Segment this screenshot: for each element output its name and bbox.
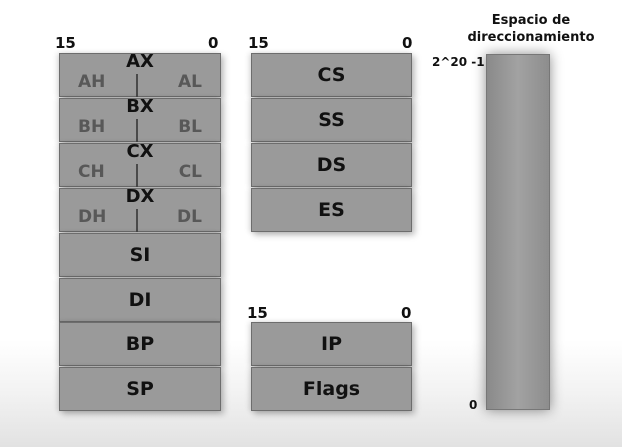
register-dx-divider (136, 209, 138, 232)
register-ah-label: AH (78, 72, 106, 92)
ip-flags-bit-0-label: 0 (401, 304, 412, 322)
register-bx-name: BX (126, 96, 154, 117)
general-registers-bit-15-label: 15 (55, 34, 76, 52)
register-cx-name: CX (126, 141, 154, 162)
register-ip: IP (251, 322, 412, 366)
register-di-name: DI (128, 289, 152, 311)
register-ax: AX AH AL (59, 51, 221, 97)
register-flags-name: Flags (302, 378, 361, 400)
register-sp-name: SP (126, 378, 154, 400)
general-registers-bit-0-label: 0 (208, 34, 219, 52)
register-bp-name: BP (125, 333, 155, 355)
register-dl-label: DL (177, 207, 202, 227)
register-ip-name: IP (321, 333, 342, 355)
register-ch-label: CH (78, 162, 105, 182)
address-space-top-label: 2^20 -1 (432, 55, 485, 69)
register-bx-divider (136, 119, 138, 142)
register-ax-name: AX (126, 51, 154, 72)
address-space-block (486, 54, 550, 410)
register-bx: BX BH BL (59, 96, 221, 142)
register-si: SI (59, 233, 221, 277)
register-bh-label: BH (78, 117, 106, 137)
register-dx: DX DH DL (59, 186, 221, 232)
register-al-label: AL (178, 72, 202, 92)
address-space-title: Espacio de direccionamiento (452, 12, 610, 46)
register-si-name: SI (129, 244, 151, 266)
register-ax-divider (136, 74, 138, 97)
register-es-name: ES (318, 199, 345, 221)
register-cs: CS (251, 53, 412, 97)
register-cl-label: CL (178, 162, 202, 182)
address-space-bottom-label: 0 (469, 398, 478, 412)
register-cs-name: CS (317, 64, 346, 86)
register-bl-label: BL (178, 117, 202, 137)
register-ss: SS (251, 98, 412, 142)
register-di: DI (59, 278, 221, 322)
segment-registers-bit-0-label: 0 (402, 34, 413, 52)
register-flags: Flags (251, 367, 412, 411)
register-cx-divider (136, 164, 138, 187)
register-dx-name: DX (125, 186, 155, 207)
register-es: ES (251, 188, 412, 232)
register-bp: BP (59, 322, 221, 366)
ip-flags-bit-15-label: 15 (247, 304, 268, 322)
register-dh-label: DH (78, 207, 107, 227)
register-ds: DS (251, 143, 412, 187)
register-ds-name: DS (316, 154, 347, 176)
register-ss-name: SS (318, 109, 345, 131)
address-space-title-line-1: Espacio de (491, 13, 571, 28)
address-space-title-line-2: direccionamiento (467, 30, 595, 45)
register-sp: SP (59, 367, 221, 411)
segment-registers-bit-15-label: 15 (248, 34, 269, 52)
register-cx: CX CH CL (59, 141, 221, 187)
